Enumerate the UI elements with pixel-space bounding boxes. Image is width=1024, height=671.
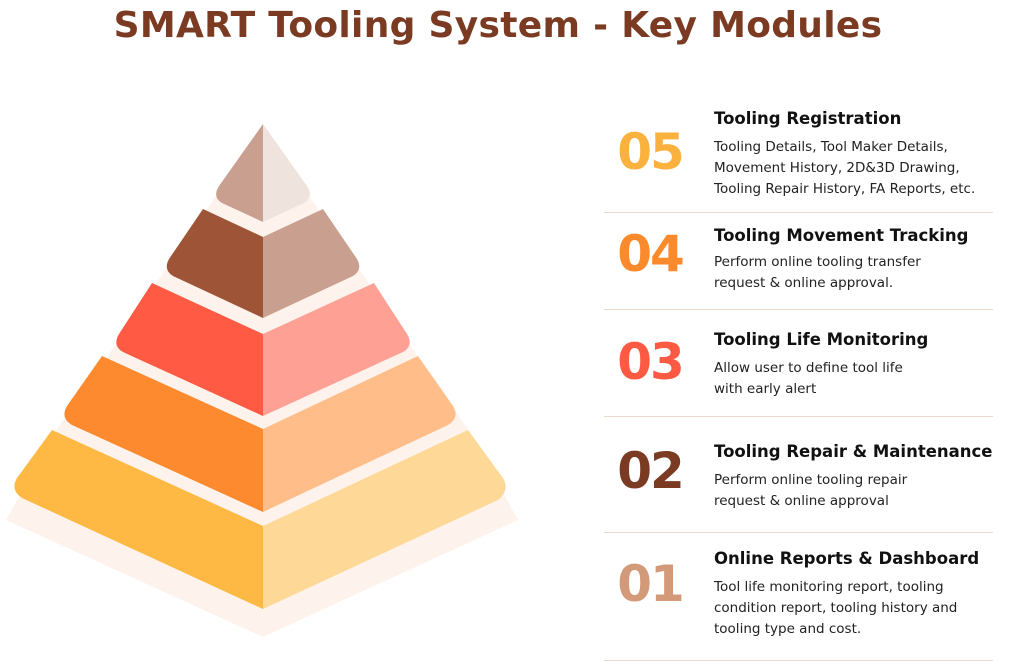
layer-05-left-face	[216, 124, 263, 222]
module-description: Tool life monitoring report, tooling con…	[714, 577, 1004, 640]
module-number: 04	[617, 225, 685, 283]
description-line: with early alert	[714, 381, 817, 397]
module-description: Tooling Details, Tool Maker Details, Mov…	[714, 137, 1004, 200]
page-title: SMART Tooling System - Key Modules	[113, 5, 883, 46]
pyramid-layer-04	[166, 209, 360, 318]
layer-02-right-face	[263, 356, 456, 512]
description-line: Movement History, 2D&3D Drawing,	[714, 160, 960, 176]
module-number: 01	[617, 555, 685, 613]
module-item-01: 01 Online Reports & Dashboard Tool life …	[604, 532, 994, 661]
layer-02-left-face	[64, 356, 263, 512]
module-number: 05	[617, 123, 685, 181]
module-number: 02	[617, 442, 685, 500]
description-line: condition report, tooling history and	[714, 600, 958, 616]
divider	[604, 416, 993, 417]
module-description: Perform online tooling transfer request …	[714, 252, 1004, 294]
layer-04-left-face	[166, 209, 263, 318]
divider	[604, 212, 993, 213]
description-line: Perform online tooling transfer	[714, 254, 921, 270]
divider	[604, 309, 993, 310]
description-line: tooling type and cost.	[714, 621, 862, 637]
module-item-02: 02 Tooling Repair & Maintenance Perform …	[604, 416, 994, 533]
module-heading: Tooling Repair & Maintenance	[714, 442, 993, 461]
module-item-04: 04 Tooling Movement Tracking Perform onl…	[604, 212, 994, 310]
layer-05-right-face	[263, 124, 310, 222]
description-line: Tool life monitoring report, tooling	[714, 579, 944, 595]
module-item-03: 03 Tooling Life Monitoring Allow user to…	[604, 309, 994, 417]
pyramid-layer-05	[216, 124, 310, 222]
description-line: request & online approval	[714, 493, 889, 509]
layer-01-left-face	[14, 430, 264, 609]
module-description: Allow user to define tool life with earl…	[714, 358, 1004, 400]
module-heading: Tooling Movement Tracking	[714, 226, 969, 245]
module-number: 03	[617, 333, 685, 391]
description-line: Tooling Details, Tool Maker Details,	[714, 139, 948, 155]
pyramid-layer-01	[14, 430, 506, 609]
module-description: Perform online tooling repair request & …	[714, 470, 1004, 512]
description-line: Tooling Repair History, FA Reports, etc.	[714, 181, 976, 197]
description-line: Allow user to define tool life	[714, 360, 903, 376]
module-heading: Tooling Life Monitoring	[714, 330, 929, 349]
module-item-05: 05 Tooling Registration Tooling Details,…	[604, 96, 994, 213]
description-line: Perform online tooling repair	[714, 472, 908, 488]
pyramid-layer-02	[64, 356, 456, 512]
pyramid-layer-03	[116, 283, 410, 416]
layer-03-left-face	[116, 283, 264, 416]
divider	[604, 660, 993, 661]
layer-04-right-face	[263, 209, 360, 318]
layer-01-right-face	[263, 430, 506, 609]
description-line: request & online approval.	[714, 275, 894, 291]
module-heading: Online Reports & Dashboard	[714, 549, 980, 568]
module-heading: Tooling Registration	[714, 109, 902, 128]
divider	[604, 532, 993, 533]
layer-03-right-face	[263, 283, 410, 416]
pyramid-diagram	[6, 124, 518, 637]
